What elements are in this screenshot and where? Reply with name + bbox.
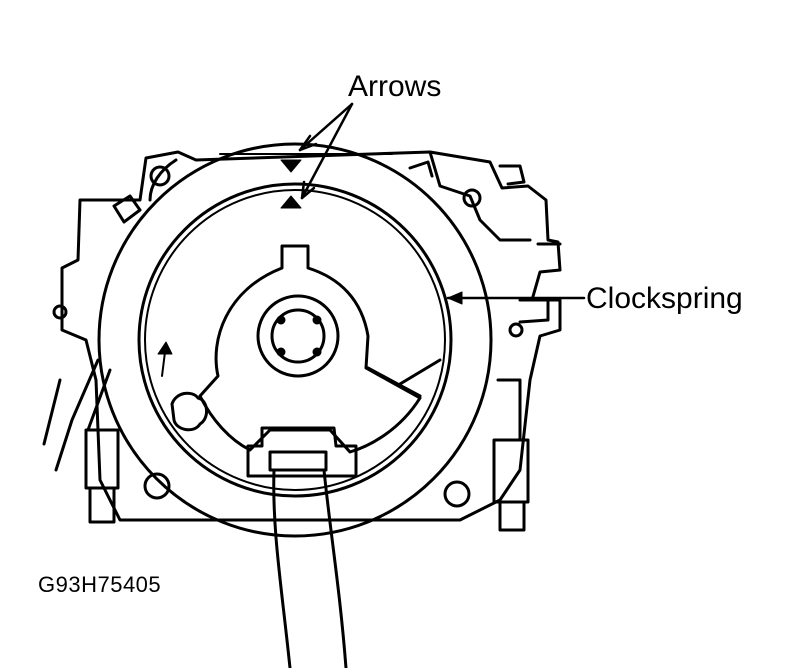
- screw-boss: [52, 304, 68, 320]
- screw-boss: [143, 472, 171, 500]
- column-housing: [52, 150, 562, 522]
- screw-boss: [462, 188, 482, 208]
- screw-boss: [443, 480, 471, 508]
- right-connector: [492, 378, 530, 532]
- alignment-arrow-lower: [280, 195, 302, 209]
- arrows-label: Arrows: [348, 70, 442, 103]
- hub-inner: [270, 308, 326, 364]
- alignment-marks: [219, 153, 393, 209]
- hub-outer: [256, 294, 340, 378]
- screw-boss: [149, 165, 171, 187]
- leader-lines: [298, 102, 586, 305]
- arrows-leader-1: [298, 102, 354, 152]
- screw-boss: [508, 322, 524, 338]
- alignment-arrow-upper: [280, 159, 302, 173]
- clockspring-label: Clockspring: [586, 282, 743, 315]
- clockspring-body: [137, 182, 453, 498]
- figure-code: G93H75405: [38, 572, 162, 597]
- arrows-leader-2: [300, 102, 354, 200]
- clockspring-outer-ring: [97, 142, 493, 538]
- left-connector: [42, 358, 120, 524]
- cable-harness: [246, 426, 358, 668]
